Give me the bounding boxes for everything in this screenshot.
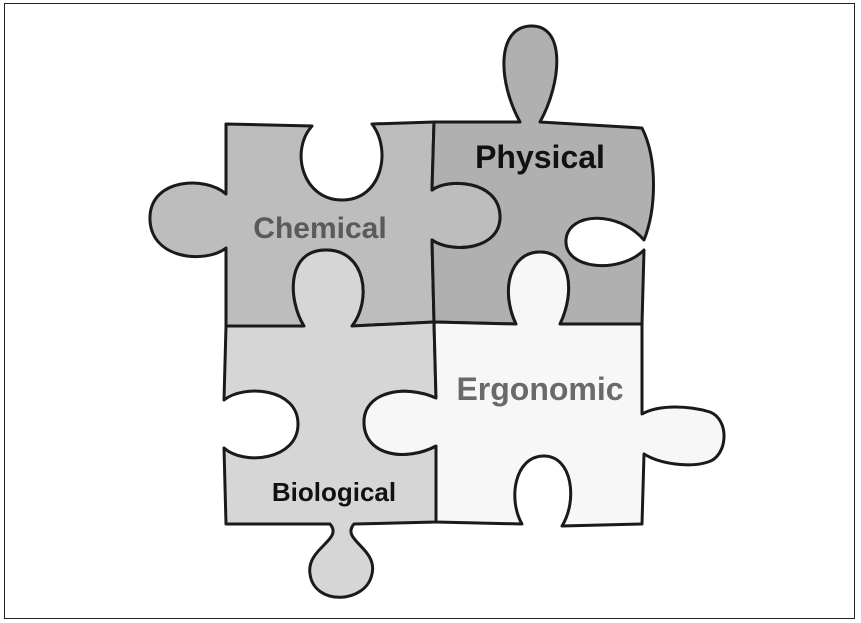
biological-label: Biological bbox=[272, 477, 396, 507]
chemical-label: Chemical bbox=[253, 212, 386, 245]
physical-label: Physical bbox=[475, 139, 605, 175]
ergonomic-label: Ergonomic bbox=[456, 371, 623, 407]
